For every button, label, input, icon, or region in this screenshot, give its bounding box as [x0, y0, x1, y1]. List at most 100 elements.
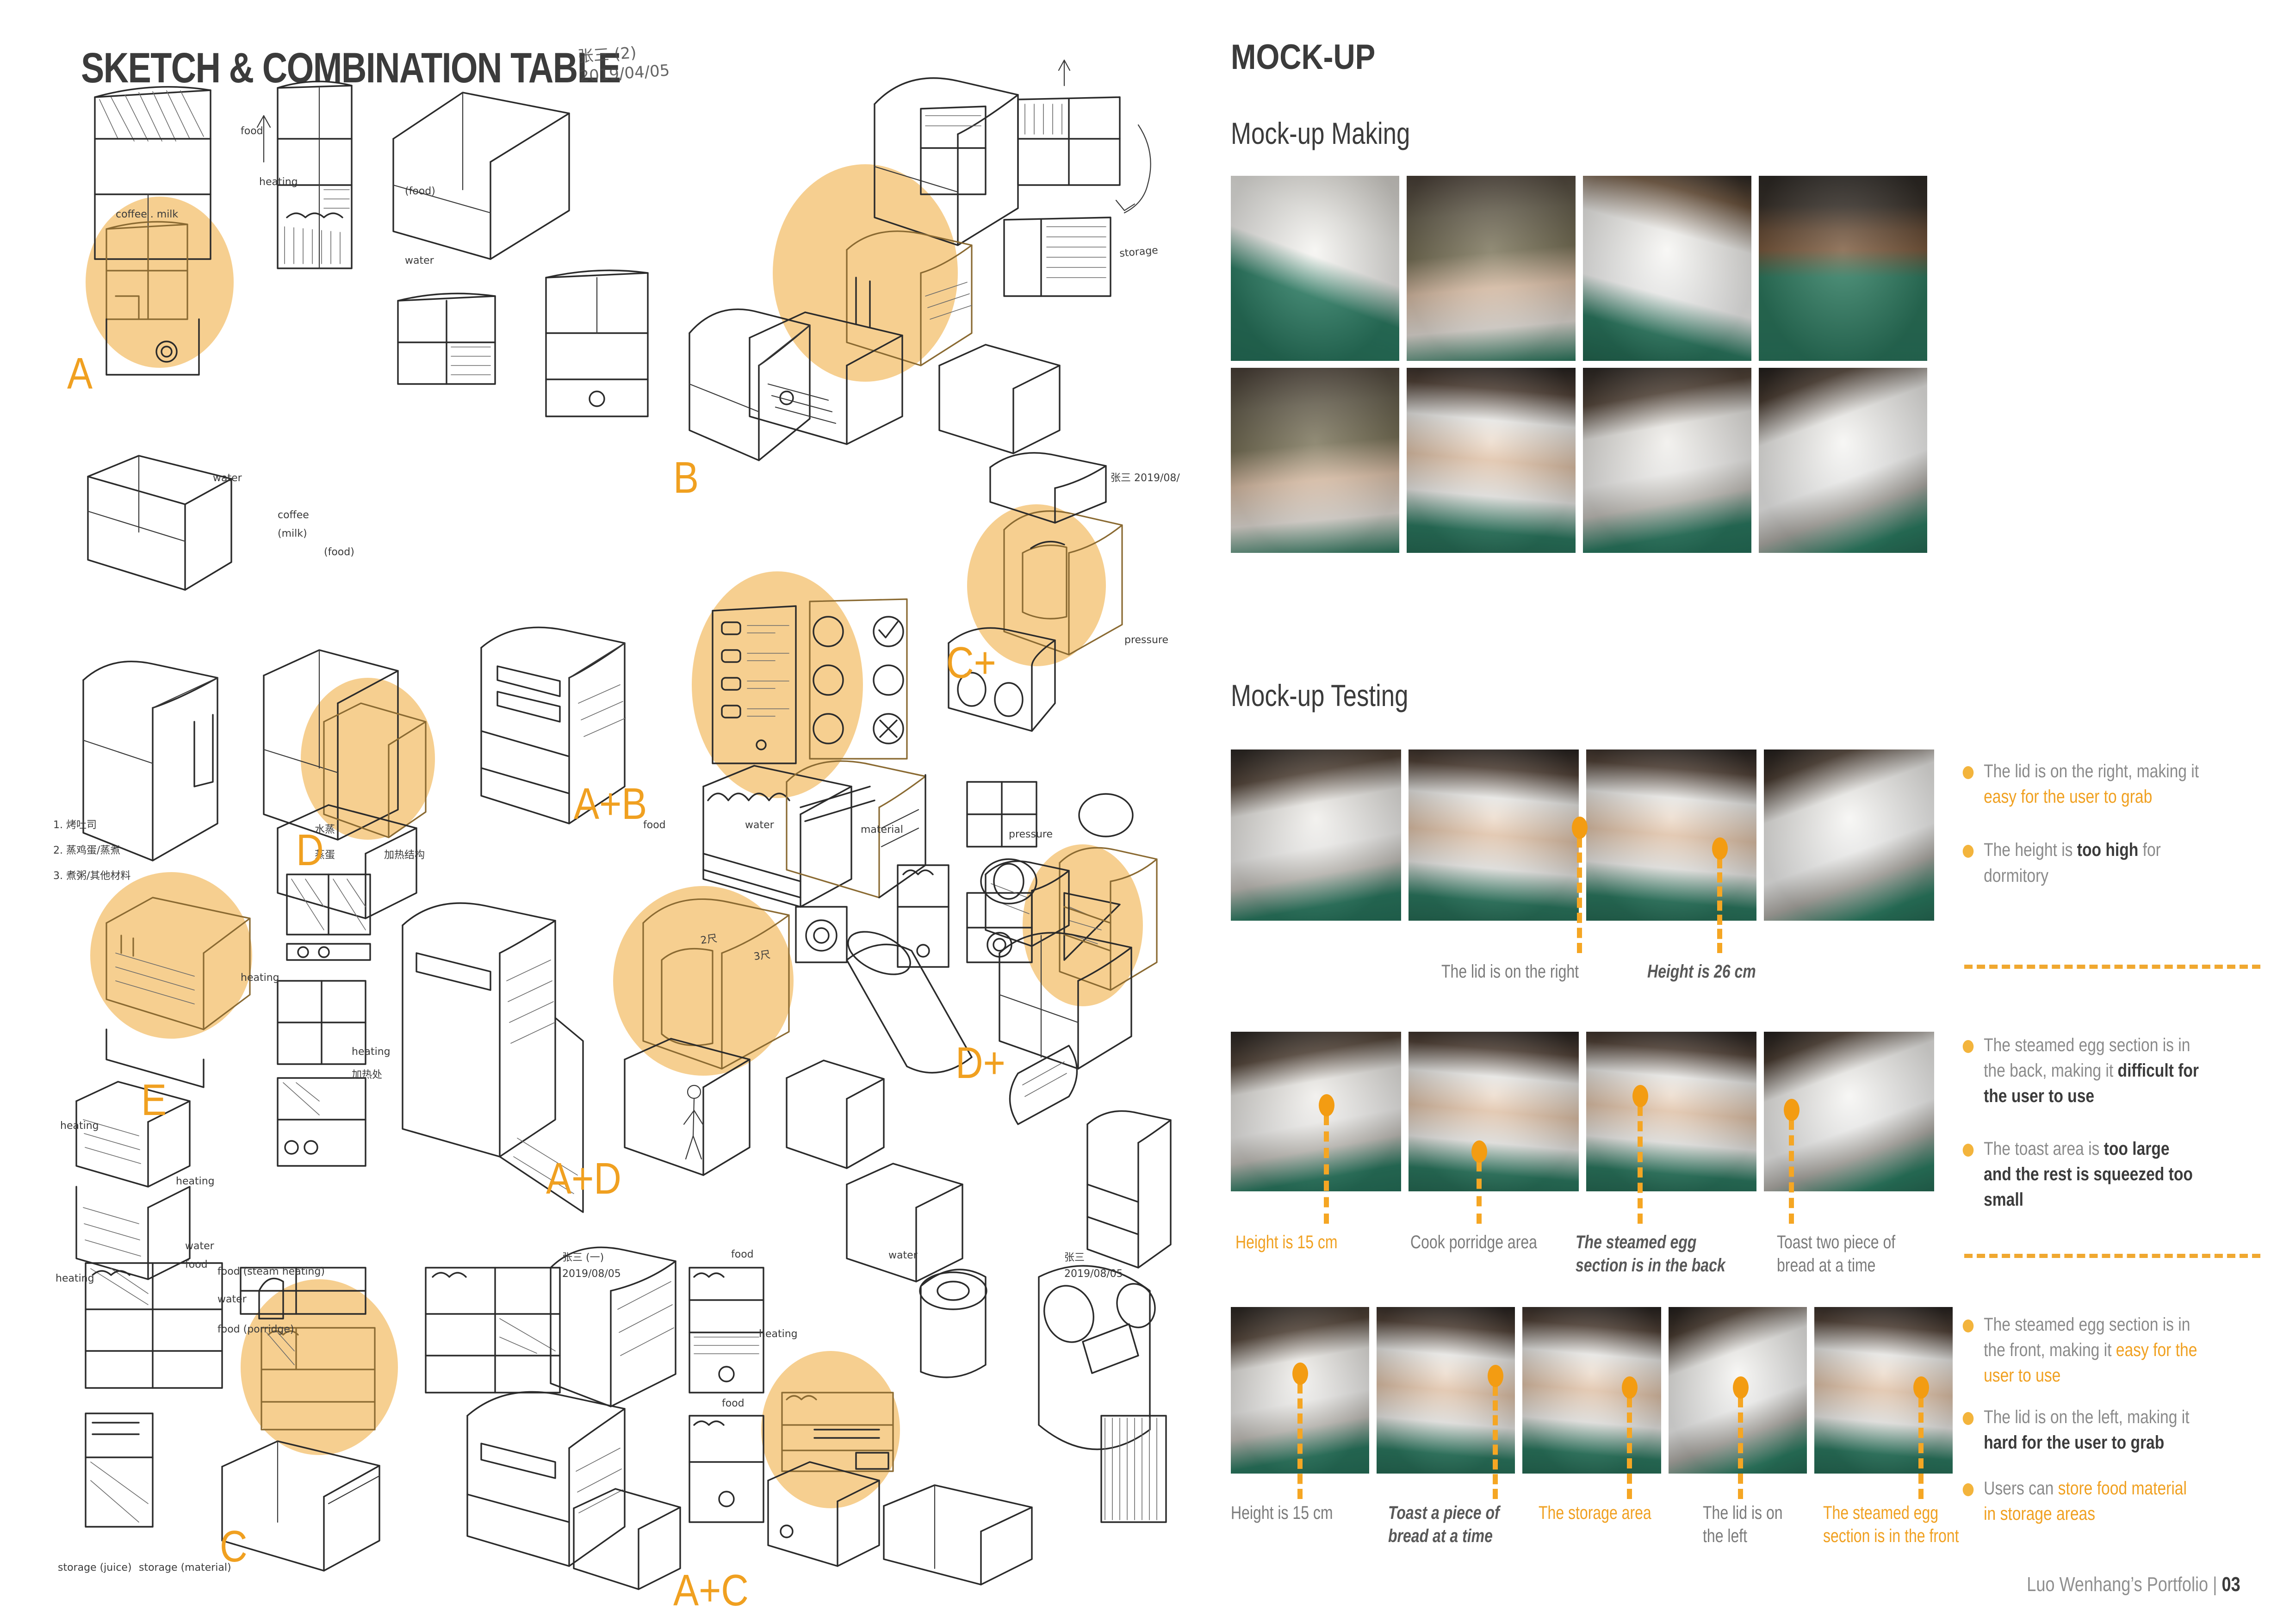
callout-leader-3-5	[1918, 1397, 1924, 1499]
bullet-text-accent: easy for the user to use	[1984, 1340, 2197, 1386]
callout-leader-2-3	[1638, 1106, 1643, 1224]
callout-leader-1-3	[1717, 858, 1722, 953]
bullet-3-2: The lid is on the left, making it hard f…	[1960, 1405, 2201, 1456]
svg-text:水蒸: 水蒸	[315, 824, 335, 836]
mockup-testing-photo-1-2[interactable]	[1409, 750, 1579, 921]
mockup-testing-caption-3-5: The steamed egg section is in the front	[1823, 1503, 1959, 1546]
svg-text:2019/08/05: 2019/08/05	[1064, 1268, 1123, 1280]
mockup-making-photo-5[interactable]	[1231, 368, 1400, 553]
svg-text:pressure: pressure	[1124, 634, 1168, 646]
mockup-making-heading: Mock-up Making	[1231, 116, 1410, 150]
svg-text:蒸蛋: 蒸蛋	[315, 849, 335, 861]
svg-text:storage (juice): storage (juice)	[58, 1562, 132, 1573]
mockup-testing-photo-3-5[interactable]	[1814, 1307, 1953, 1474]
mockup-making-photo-4[interactable]	[1758, 176, 1927, 361]
svg-text:food (porridge): food (porridge)	[217, 1324, 294, 1335]
mockup-title: MOCK-UP	[1231, 37, 1376, 77]
combo-label-b: B	[673, 453, 699, 502]
bullet-text-bold: difficult for the user to use	[1984, 1060, 2199, 1107]
svg-text:water: water	[888, 1250, 918, 1261]
mockup-making-photo-8[interactable]	[1758, 368, 1927, 553]
mockup-testing-photo-2-1[interactable]	[1231, 1032, 1401, 1191]
svg-text:water: water	[405, 255, 434, 266]
callout-leader-3-4	[1738, 1397, 1743, 1499]
svg-text:加热处: 加热处	[352, 1069, 382, 1081]
svg-text:(food): (food)	[405, 186, 435, 197]
mockup-making-grid-row2	[1231, 368, 1927, 553]
callout-dot-3-1	[1292, 1363, 1308, 1385]
svg-text:food: food	[185, 1259, 208, 1270]
mockup-testing-photo-3-2[interactable]	[1377, 1307, 1515, 1474]
callout-dot-2-1	[1319, 1094, 1334, 1116]
callout-leader-2-2	[1477, 1161, 1482, 1224]
callout-leader-2-1	[1324, 1115, 1329, 1224]
svg-text:water: water	[745, 819, 775, 831]
mockup-testing-photo-2-2[interactable]	[1409, 1032, 1579, 1191]
mockup-panel: MOCK-UP Mock-up Making Mock-up Testing T…	[1231, 0, 2296, 1623]
mockup-making-photo-1[interactable]	[1231, 176, 1400, 361]
mockup-testing-photo-1-4[interactable]	[1764, 750, 1934, 921]
sketch-panel: SKETCH & COMBINATION TABLE 张三 (2)2019/04…	[53, 43, 1180, 1612]
svg-text:heating: heating	[759, 1328, 798, 1340]
combo-label-e: E	[141, 1075, 167, 1125]
mockup-making-photo-3[interactable]	[1582, 176, 1751, 361]
callout-dot-2-2	[1471, 1140, 1487, 1163]
svg-text:material: material	[861, 824, 903, 836]
bullet-3-3: Users can store food material in storage…	[1960, 1476, 2201, 1527]
callout-leader-2-4	[1789, 1120, 1794, 1224]
mockup-making-photo-6[interactable]	[1407, 368, 1576, 553]
bullet-text-plain: The steamed egg section is in the back, …	[1984, 1035, 2191, 1081]
callout-leader-3-2	[1493, 1386, 1498, 1499]
footer-separator: |	[2208, 1573, 2222, 1596]
mockup-testing-photo-2-3[interactable]	[1586, 1032, 1756, 1191]
combo-label-a-plus-b: A+B	[574, 779, 647, 829]
svg-text:2. 蒸鸡蛋/蒸煮: 2. 蒸鸡蛋/蒸煮	[53, 845, 120, 856]
mockup-testing-photo-1-3[interactable]	[1586, 750, 1756, 921]
callout-leader-3-3	[1627, 1397, 1632, 1499]
footer: Luo Wenhang’s Portfolio | 03	[2027, 1573, 2240, 1596]
footer-name: Luo Wenhang’s Portfolio	[2027, 1573, 2209, 1596]
mockup-testing-row1-photos	[1231, 750, 1934, 921]
divider-1	[1964, 965, 2260, 969]
mockup-testing-photo-1-1[interactable]	[1231, 750, 1401, 921]
bullet-text-plain: The height is	[1984, 840, 2077, 861]
mockup-testing-caption-3-4: The lid is on the left	[1703, 1503, 1783, 1546]
divider-2	[1964, 1254, 2260, 1258]
svg-text:heating: heating	[56, 1273, 94, 1284]
svg-text:food: food	[241, 125, 263, 137]
mockup-testing-caption-2-1: Height is 15 cm	[1235, 1232, 1338, 1252]
bullet-text-bold: hard for the user to grab	[1984, 1432, 2165, 1453]
svg-text:3尺: 3尺	[753, 949, 771, 963]
mockup-testing-bullets-3: The steamed egg section is in the front,…	[1960, 1312, 2246, 1541]
callout-dot-2-4	[1784, 1099, 1800, 1121]
mockup-making-photo-7[interactable]	[1582, 368, 1751, 553]
callout-dot-3-4	[1733, 1376, 1749, 1399]
mockup-testing-caption-3-1: Height is 15 cm	[1231, 1503, 1333, 1523]
svg-text:food (steam heating): food (steam heating)	[217, 1266, 325, 1277]
bullet-text-plain: The toast area is	[1984, 1138, 2104, 1159]
mockup-testing-photo-3-3[interactable]	[1522, 1307, 1661, 1474]
bullet-text-bold: too high	[2077, 840, 2139, 861]
mockup-testing-heading: Mock-up Testing	[1231, 678, 1409, 712]
svg-text:(food): (food)	[324, 546, 354, 558]
mockup-making-grid-row1	[1231, 176, 1927, 361]
svg-text:food: food	[722, 1398, 745, 1409]
bullet-text-plain: The lid is on the left, making it	[1984, 1406, 2190, 1427]
combo-label-a: A	[67, 349, 93, 398]
mockup-making-photo-2[interactable]	[1407, 176, 1576, 361]
mockup-testing-row2-photos	[1231, 1032, 1934, 1191]
svg-text:water: water	[185, 1240, 215, 1252]
bullet-1-2: The height is too high for dormitory	[1960, 837, 2201, 888]
svg-text:storage: storage	[1119, 245, 1158, 260]
svg-text:storage (material): storage (material)	[139, 1562, 231, 1573]
bullet-2-2: The toast area is too large and the rest…	[1960, 1136, 2201, 1213]
svg-text:张三 (一): 张三 (一)	[562, 1252, 604, 1264]
bullet-3-1: The steamed egg section is in the front,…	[1960, 1312, 2201, 1389]
bullet-text-bold: too large and the rest is squeezed too s…	[1984, 1138, 2193, 1210]
callout-dot-1-3	[1712, 837, 1728, 860]
svg-text:heating: heating	[259, 176, 298, 188]
mockup-testing-bullets-2: The steamed egg section is in the back, …	[1960, 1033, 2246, 1227]
combo-label-d-plus: D+	[956, 1038, 1005, 1088]
mockup-testing-caption-3-2: Toast a piece of bread at a time	[1388, 1503, 1500, 1546]
bullet-text-accent: store food material in storage areas	[1984, 1478, 2187, 1524]
